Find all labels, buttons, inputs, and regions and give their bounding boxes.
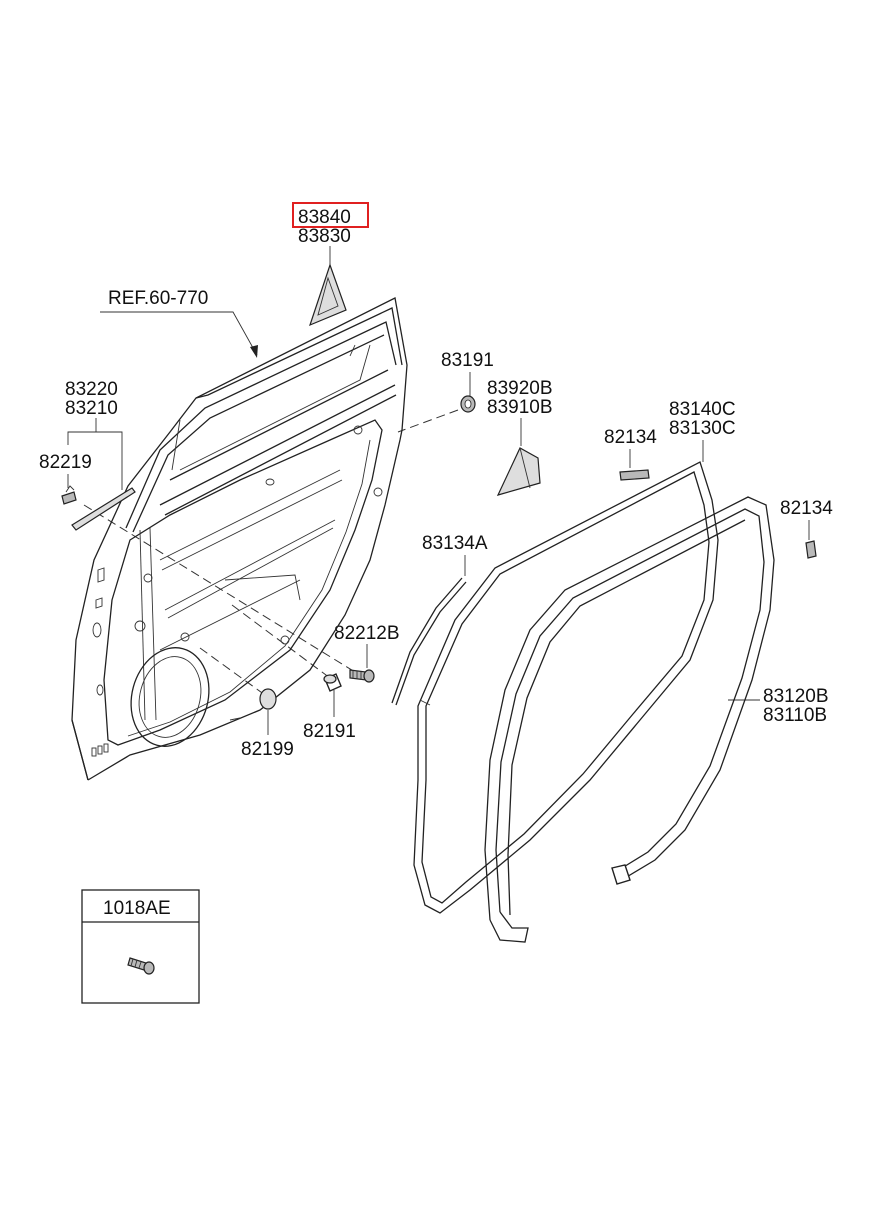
label-82191[interactable]: 82191 (303, 721, 356, 742)
weatherstrip-83140c[interactable] (413, 461, 719, 914)
delta-cover-83840[interactable] (309, 263, 347, 327)
label-83130c[interactable]: 83130C (669, 418, 736, 439)
label-82134-right[interactable]: 82134 (780, 498, 833, 519)
glass-run-83134a[interactable] (391, 577, 467, 706)
label-83134a[interactable]: 83134A (422, 533, 488, 554)
bumper-82191[interactable] (323, 673, 342, 692)
standard-part-1018ae[interactable]: 1018AE (81, 889, 200, 1004)
label-83910b[interactable]: 83910B (487, 397, 553, 418)
label-ref-60-770[interactable]: REF.60-770 (108, 288, 208, 309)
bolt-82212b[interactable] (349, 669, 375, 683)
assembly-lines (83, 409, 459, 696)
label-82212b[interactable]: 82212B (334, 623, 400, 644)
highlight-box (292, 202, 369, 228)
label-83120b[interactable]: 83120B (763, 686, 829, 707)
label-83140c[interactable]: 83140C (669, 399, 736, 420)
part-box (81, 889, 200, 1004)
label-1018ae: 1018AE (103, 898, 171, 919)
label-82134-top[interactable]: 82134 (604, 427, 657, 448)
label-83110b[interactable]: 83110B (763, 705, 827, 726)
label-83210[interactable]: 83210 (65, 398, 118, 419)
label-83920b[interactable]: 83920B (487, 378, 553, 399)
belt-moulding-83220[interactable] (71, 487, 136, 531)
label-83220[interactable]: 83220 (65, 379, 118, 400)
plug-82199[interactable] (259, 688, 277, 710)
callout-83840[interactable]: 83840 (292, 202, 369, 228)
rear-door-panel[interactable] (71, 297, 408, 781)
label-83840: 83840 (298, 207, 351, 228)
leader-lines (67, 246, 810, 735)
label-82199[interactable]: 82199 (241, 739, 294, 760)
label-83191[interactable]: 83191 (441, 350, 494, 371)
label-83830[interactable]: 83830 (298, 226, 351, 247)
clip-82134-right[interactable] (805, 540, 817, 559)
grommet-83191[interactable] (460, 395, 476, 413)
weatherstrip-83120b[interactable] (484, 496, 775, 943)
screw-1018ae-icon (127, 957, 155, 975)
label-82219[interactable]: 82219 (39, 452, 92, 473)
clip-82134-top[interactable] (619, 469, 650, 481)
delta-cover-83920b[interactable] (496, 447, 541, 496)
screw-82219[interactable] (61, 485, 77, 505)
